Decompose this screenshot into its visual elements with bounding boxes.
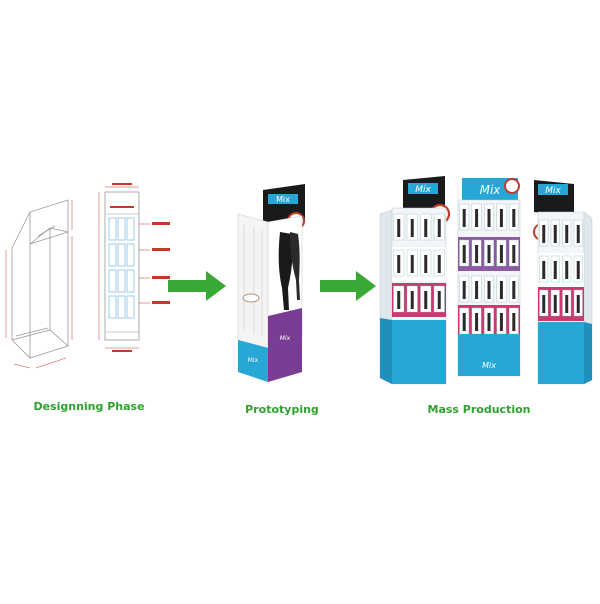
caption-mass-production: Mass Production	[427, 403, 531, 416]
caption-designing-phase: Designning Phase	[33, 400, 145, 413]
production-unit-right: Mix	[533, 180, 593, 385]
svg-text:Mix: Mix	[248, 357, 259, 364]
design-sketch-3d-dimensions	[5, 200, 73, 369]
unit-left-brand-text: Mix	[415, 185, 431, 195]
svg-text:Mix: Mix	[280, 335, 291, 342]
unit-right-brand-text: Mix	[545, 186, 561, 196]
caption-prototyping: Prototyping	[245, 403, 319, 416]
arrow-to-mass-production-icon	[320, 271, 376, 301]
design-sketch-front	[98, 183, 170, 352]
prototype-brand-text: Mix	[276, 195, 290, 204]
arrow-to-prototyping-icon	[168, 271, 226, 301]
design-sketch-3d	[11, 199, 69, 359]
production-unit-middle: Mix Mix	[457, 178, 521, 377]
svg-text:Mix: Mix	[482, 361, 496, 370]
unit-middle-brand-text: Mix	[480, 183, 502, 197]
production-unit-left: Mix	[379, 176, 451, 385]
prototype-display: Mix Mix Mix	[237, 184, 305, 382]
